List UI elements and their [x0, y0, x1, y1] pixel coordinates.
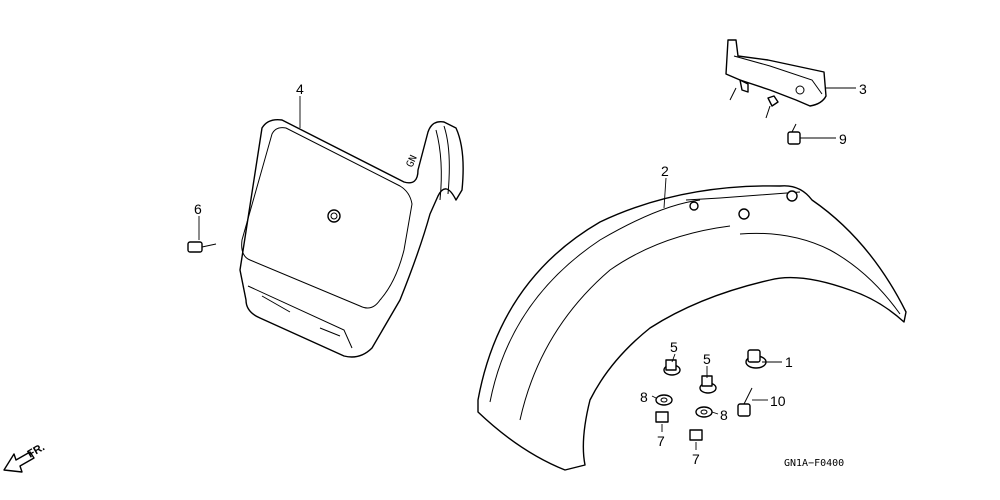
callout-6: 6 — [194, 201, 202, 217]
nut-5a — [663, 359, 681, 376]
bolt-9 — [787, 123, 801, 145]
number-plate: GN — [239, 118, 464, 358]
callout-4: 4 — [296, 81, 304, 97]
callout-2: 2 — [661, 163, 669, 179]
washer-8b — [695, 406, 713, 418]
diagram-code: GN1A−F0400 — [784, 458, 844, 469]
bolt-10 — [737, 387, 753, 417]
rear-fender — [477, 185, 907, 471]
callout-1: 1 — [785, 354, 793, 370]
nut-5b — [699, 375, 717, 394]
callout-7b: 7 — [692, 451, 700, 467]
callout-7a: 7 — [657, 433, 665, 449]
nut-7b — [689, 429, 703, 441]
callout-3: 3 — [859, 81, 867, 97]
front-arrow-icon — [3, 451, 35, 473]
callout-8b: 8 — [720, 407, 728, 423]
grommet-1 — [745, 349, 767, 369]
bracket — [725, 39, 827, 119]
callout-9: 9 — [839, 131, 847, 147]
callout-10: 10 — [770, 393, 786, 409]
svg-text:GN: GN — [405, 154, 420, 170]
callout-5a: 5 — [670, 339, 678, 355]
washer-8a — [655, 394, 673, 406]
callout-5b: 5 — [703, 351, 711, 367]
leader-lines — [198, 87, 856, 450]
bolt-6 — [187, 241, 217, 253]
nut-7a — [655, 411, 669, 423]
callout-8a: 8 — [640, 389, 648, 405]
front-label: FR. — [26, 441, 47, 460]
